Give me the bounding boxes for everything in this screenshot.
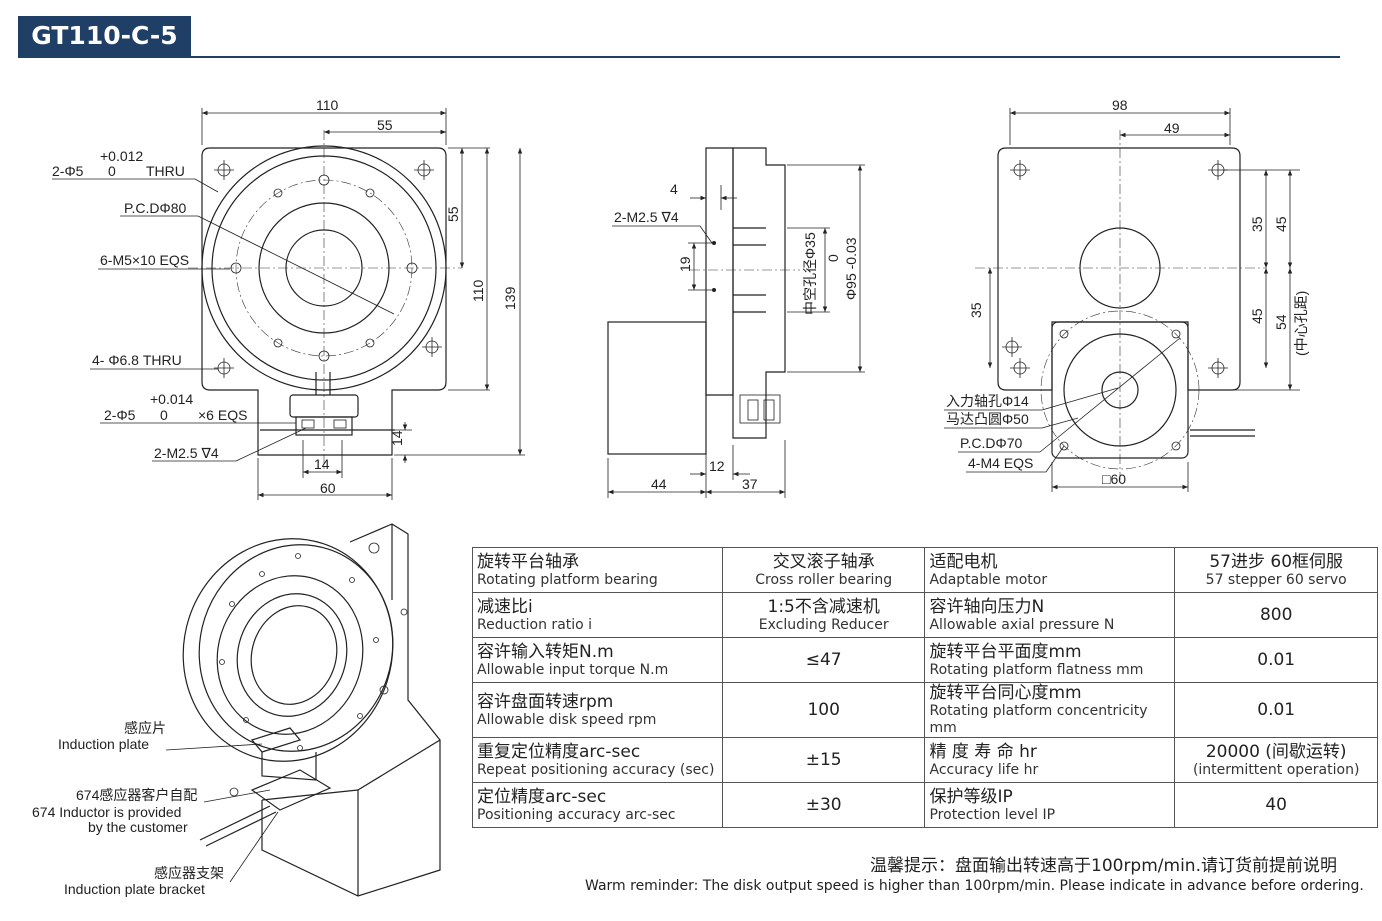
dim-motor-98: 98 <box>1112 97 1128 113</box>
dim-motor-54: 54 <box>1273 314 1289 330</box>
front-view: 110 55 55 110 139 14 14 60 +0.012 2-Φ5 0… <box>52 97 525 500</box>
dim-front-110-v: 110 <box>470 279 486 302</box>
title-rule <box>18 56 1340 58</box>
callout-pcd-70: P.C.DΦ70 <box>960 435 1022 451</box>
callout-mount-holes: 4- Φ6.8 THRU <box>92 352 182 368</box>
tol-a-bottom: 0 <box>108 163 116 179</box>
label-inductor-en1: 674 Inductor is provided <box>32 804 181 820</box>
dim-front-14-v: 14 <box>389 430 405 446</box>
spec-value: 40 <box>1174 782 1378 828</box>
dim-motor-45a: 45 <box>1273 216 1289 232</box>
dim-front-60: 60 <box>320 480 336 496</box>
spec-value: 20000 (间歇运转)(intermittent operation) <box>1174 737 1378 783</box>
callout-thru: THRU <box>146 163 185 179</box>
tol-side-zero: 0 <box>825 254 841 262</box>
callout-pcd-80: P.C.DΦ80 <box>124 200 186 216</box>
callout-outer-95: Φ95 -0.03 <box>843 237 859 300</box>
spec-value: 0.01 <box>1174 637 1378 683</box>
model-title: GT110-C-5 <box>18 16 191 56</box>
spec-value: 0.01 <box>1174 682 1378 738</box>
label-bracket-en: Induction plate bracket <box>64 881 205 897</box>
warm-reminder-en: Warm reminder: The disk output speed is … <box>585 878 1364 894</box>
label-inductor-zh: 674感应器客户自配 <box>76 787 197 803</box>
callout-screw-m25: 2-M2.5 ∇4 <box>154 445 219 461</box>
label-inductor-en2: by the customer <box>88 819 188 835</box>
spec-value: ±30 <box>721 782 926 828</box>
label-induction-plate-en: Induction plate <box>58 736 149 752</box>
callout-pin-holes-a: 2-Φ5 <box>52 163 84 179</box>
callout-tapped-m4: 4-M4 EQS <box>968 455 1033 471</box>
side-view: 4 2-M2.5 ∇4 19 中空孔径Φ35 0 Φ95 -0.03 12 44… <box>607 147 865 498</box>
callout-tapped-m5: 6-M5×10 EQS <box>100 252 189 268</box>
callout-boss-50: 马达凸圆Φ50 <box>946 411 1029 427</box>
dim-front-55-h: 55 <box>377 117 393 133</box>
callout-eqs6: ×6 EQS <box>198 407 247 423</box>
dim-motor-49: 49 <box>1164 120 1180 136</box>
callout-side-screw: 2-M2.5 ∇4 <box>614 209 679 225</box>
dim-front-110: 110 <box>316 97 339 113</box>
tol-b-top: +0.014 <box>150 391 193 407</box>
callout-pin-holes-b: 2-Φ5 <box>104 407 136 423</box>
tol-a-top: +0.012 <box>100 148 143 164</box>
dim-side-37: 37 <box>742 476 758 492</box>
dim-side-12: 12 <box>709 458 725 474</box>
dim-motor-35a: 35 <box>1249 216 1265 232</box>
dim-motor-45b: 45 <box>1249 308 1265 324</box>
isometric-view: 感应片 Induction plate 674感应器客户自配 674 Induc… <box>32 523 441 897</box>
dim-front-14: 14 <box>314 456 330 472</box>
warm-reminder-zh: 温馨提示：盘面输出转速高于100rpm/min.请订货前提前说明 <box>870 856 1337 876</box>
dim-side-4: 4 <box>670 181 678 197</box>
dim-side-44: 44 <box>651 476 667 492</box>
tol-b-bottom: 0 <box>160 407 168 423</box>
dim-motor-square-60: □60 <box>1102 471 1126 487</box>
label-induction-plate-zh: 感应片 <box>124 720 166 736</box>
callout-shaft-14: 入力轴孔Φ14 <box>946 393 1029 409</box>
label-bracket-zh: 感应器支架 <box>154 865 224 881</box>
callout-bore-35: 中空孔径Φ35 <box>802 232 818 315</box>
motor-view: 98 49 35 45 35 45 54 (中心孔距) 入力轴孔Φ14 马达凸圆… <box>944 97 1309 492</box>
dim-front-55-v: 55 <box>445 206 461 222</box>
table-row: 定位精度arc-sec Positioning accuracy arc-sec… <box>472 782 1378 828</box>
dim-motor-35b: 35 <box>968 302 984 318</box>
dim-motor-center-note: (中心孔距) <box>1293 291 1309 356</box>
spec-label: 定位精度arc-sec Positioning accuracy arc-sec <box>472 782 723 828</box>
spec-value: 800 <box>1174 592 1378 638</box>
spec-value: ±15 <box>721 737 926 783</box>
spec-value: ≤47 <box>721 637 926 683</box>
dim-front-139: 139 <box>502 286 518 310</box>
dim-side-19: 19 <box>677 256 693 272</box>
spec-value: 100 <box>721 682 926 738</box>
